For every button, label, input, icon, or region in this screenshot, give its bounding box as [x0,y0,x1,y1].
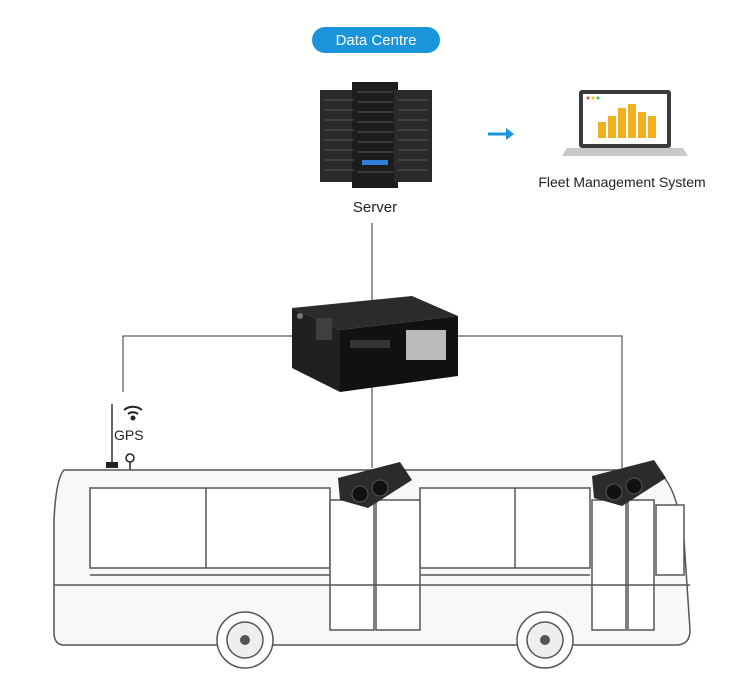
bus-wheel-rear [516,611,574,669]
gps-pin-icon [125,453,135,470]
dvr-to-gps-line [122,335,298,392]
camera-right [592,460,666,506]
arrow-right-icon [488,128,514,140]
camera-left [338,462,412,508]
data-centre-title: Data Centre [312,27,440,53]
fleet-management-label: Fleet Management System [538,174,706,190]
mobile-dvr-device [292,296,458,392]
laptop-chart-icon [562,90,688,156]
connection-lines [122,223,623,468]
server-label: Server [352,199,398,216]
bus-wheel-front [216,611,274,669]
gps-antenna [106,404,118,468]
wifi-icon [123,405,143,421]
gps-label: GPS [114,427,144,443]
server-icon [320,82,432,188]
dvr-to-camera-right-line [455,335,623,468]
bus [53,469,691,646]
